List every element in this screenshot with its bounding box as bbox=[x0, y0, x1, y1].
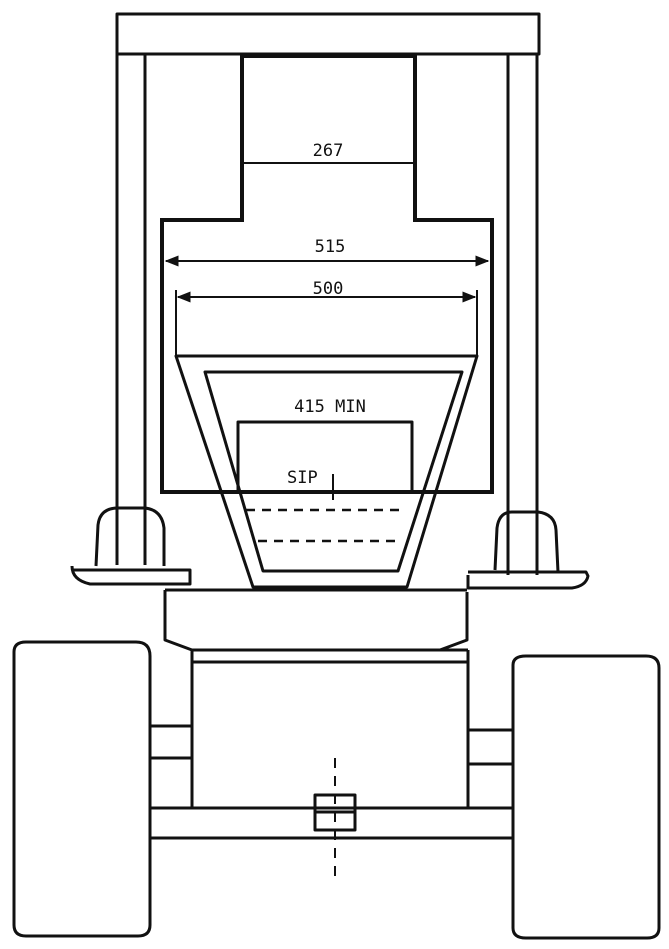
chassis bbox=[163, 588, 470, 808]
seat bbox=[174, 354, 479, 589]
front-axle-beam bbox=[150, 806, 513, 840]
clearance-zone-outline bbox=[160, 54, 494, 494]
dimension-label-500: 500 bbox=[313, 279, 344, 299]
left-fender bbox=[70, 506, 192, 586]
dimension-515: 515 bbox=[164, 237, 490, 267]
dimension-label-267: 267 bbox=[313, 141, 344, 161]
dimension-label-415-min: 415 MIN bbox=[294, 397, 366, 417]
seat-inner-outline bbox=[203, 370, 464, 573]
rops-top-bar bbox=[115, 12, 541, 56]
sip-marker: SIP bbox=[287, 468, 334, 500]
right-fender bbox=[466, 510, 590, 590]
min-width-box bbox=[236, 420, 414, 492]
seat-outer-outline bbox=[174, 354, 479, 589]
rops-right-post bbox=[506, 54, 539, 575]
dimension-415-min: 415 MIN bbox=[236, 397, 414, 492]
dimension-500: 500 bbox=[175, 279, 478, 356]
dimension-267: 267 bbox=[242, 141, 415, 164]
axle bbox=[150, 724, 513, 840]
dimension-label-515: 515 bbox=[315, 237, 346, 257]
right-axle-stub bbox=[468, 728, 513, 766]
right-wheel bbox=[511, 654, 661, 940]
left-axle-stub bbox=[150, 724, 192, 760]
chassis-upper bbox=[163, 590, 469, 808]
sip-label: SIP bbox=[287, 468, 318, 488]
left-wheel bbox=[12, 640, 152, 938]
chassis-side bbox=[192, 650, 470, 808]
rops-left-post bbox=[115, 54, 147, 565]
